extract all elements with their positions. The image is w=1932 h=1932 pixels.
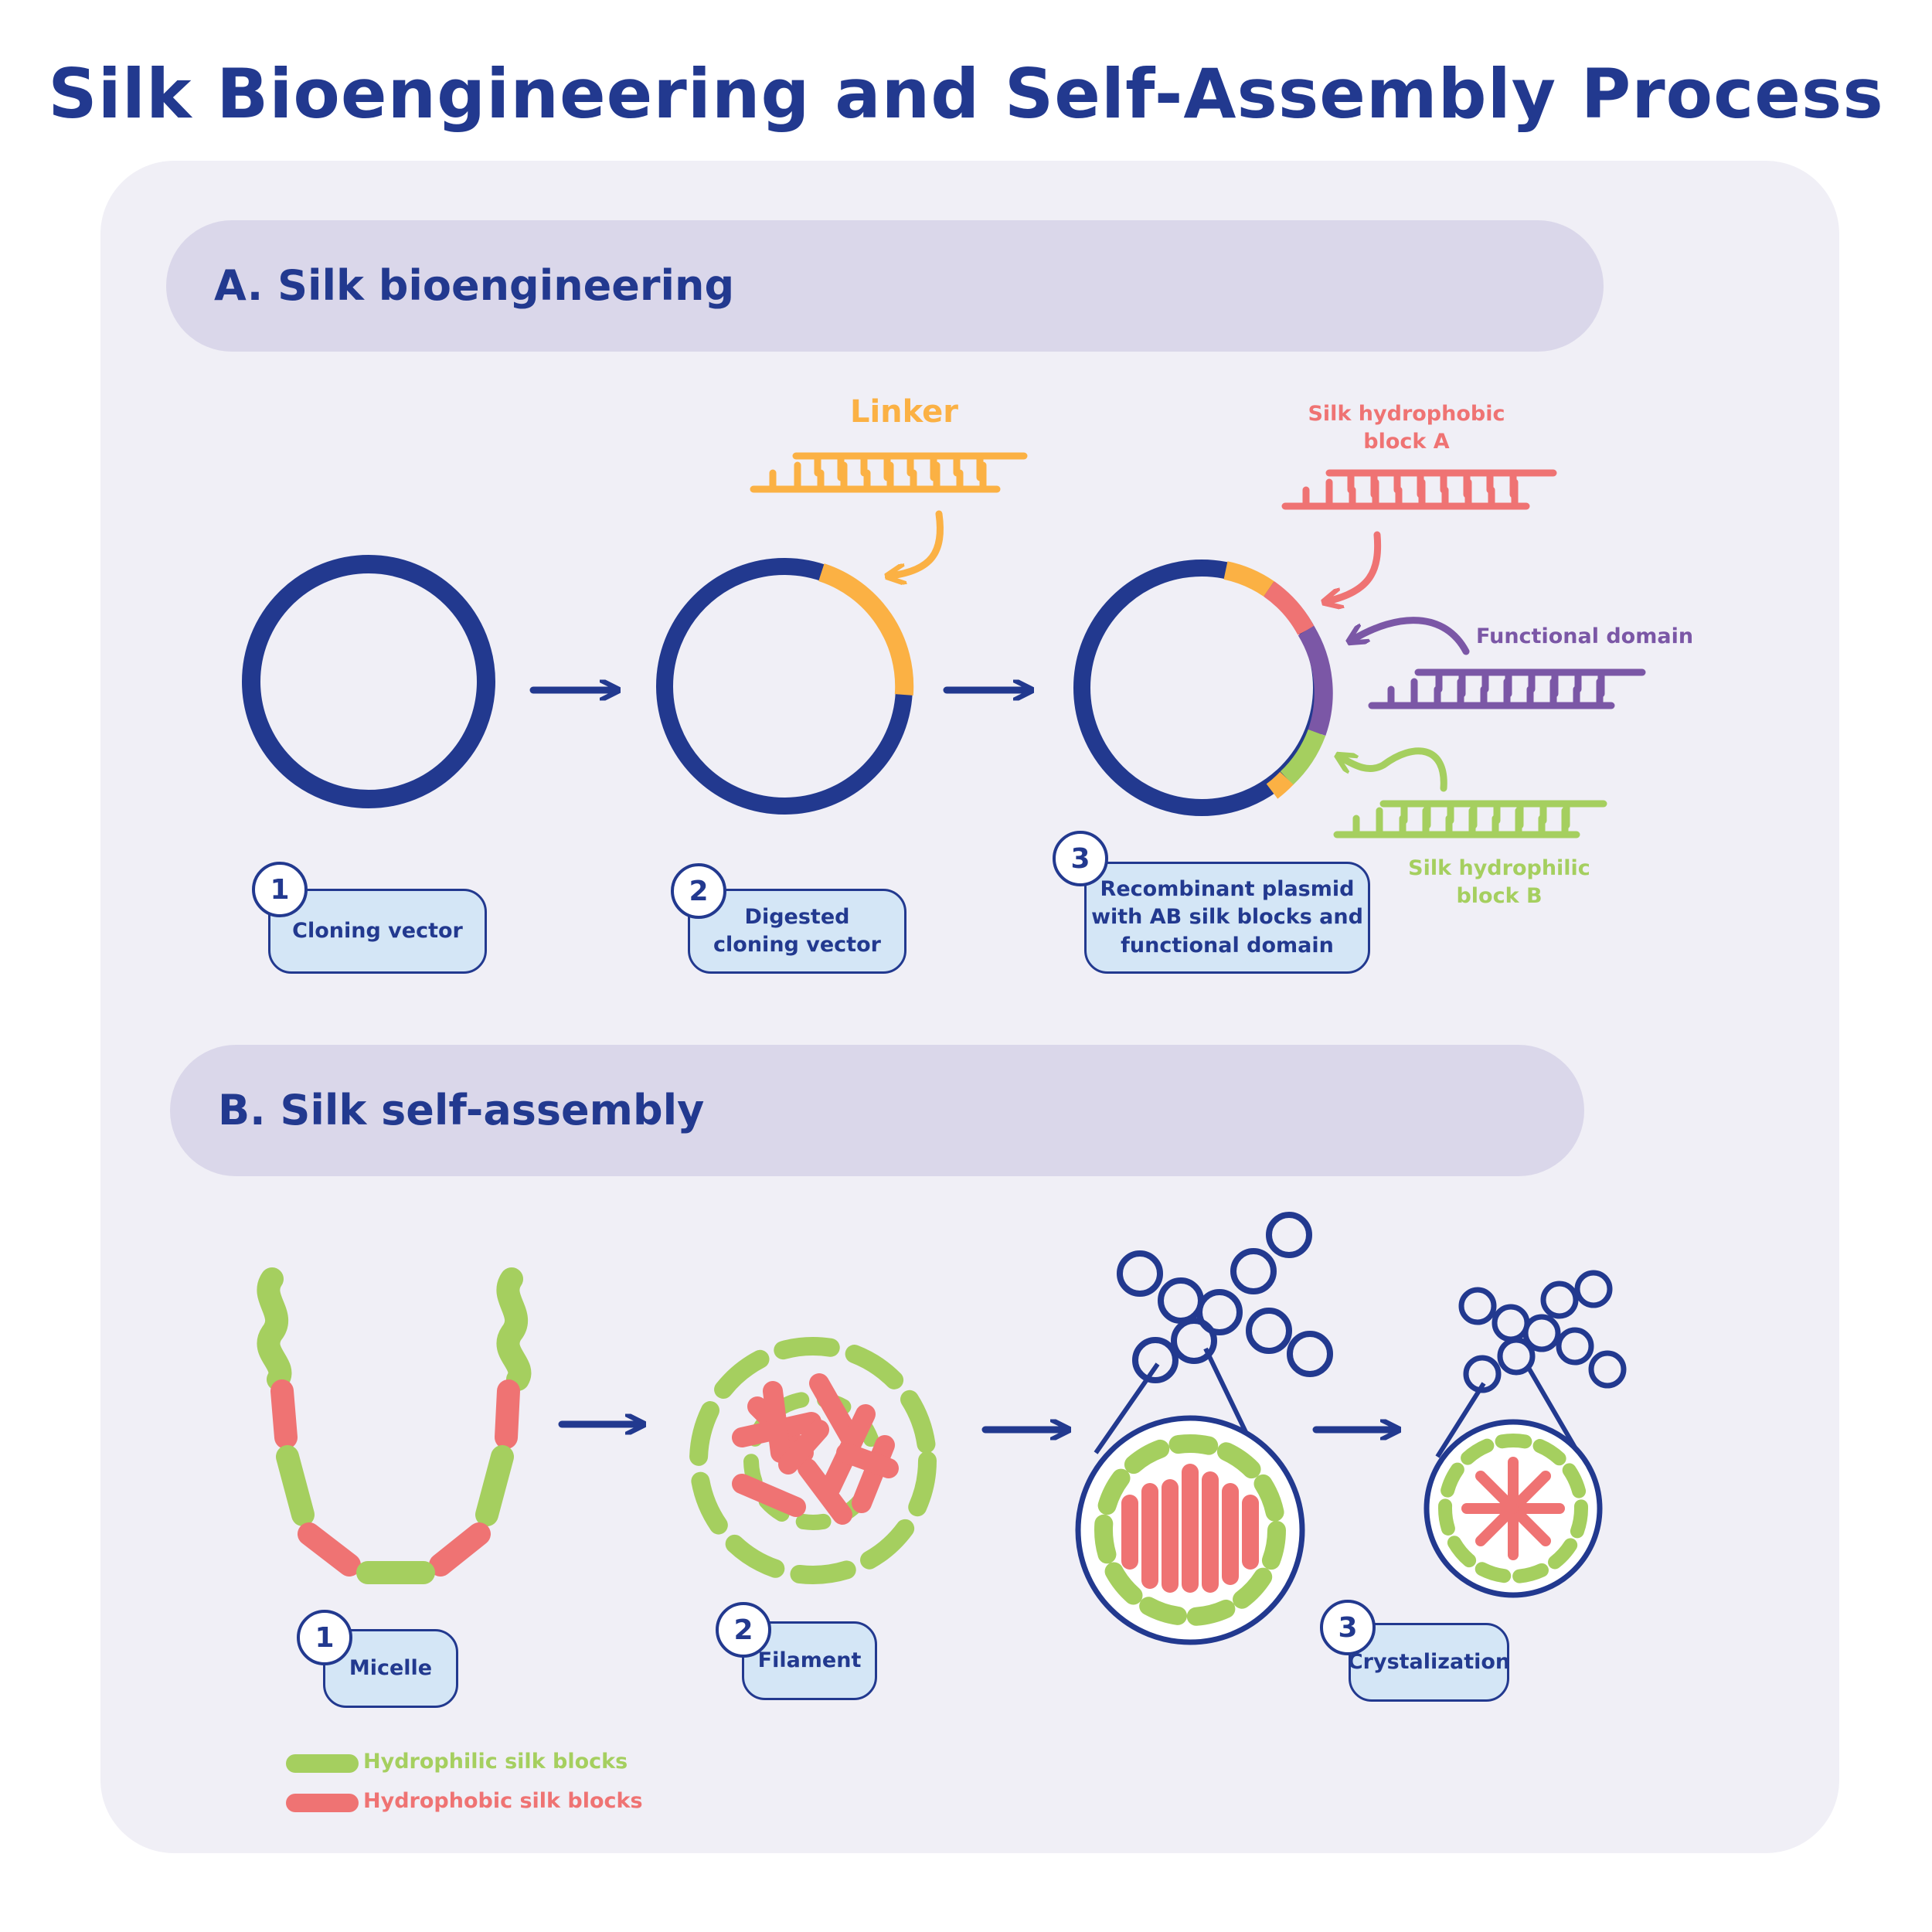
zoom-balloon-large [1075,1347,1305,1645]
step-b1-number: 1 [297,1610,352,1665]
assembled-spheres-large [1117,1212,1333,1383]
section-b-title: B. Silk self-assembly [218,1086,705,1134]
functional-domain-label: Functional domain [1476,624,1694,648]
filament-cross-section [689,1337,937,1584]
step-a1-number: 1 [252,862,308,917]
step-b2-number: 2 [716,1602,771,1658]
recombinant-plasmid [1073,560,1333,816]
zoom-balloon-small [1423,1366,1603,1598]
cloning-vector-plasmid [242,555,495,808]
micelle-chain [257,1267,532,1584]
step-b2-label: Filament [757,1648,862,1672]
linker-dna-strand [750,452,1028,576]
step-b3-number: 3 [1320,1600,1376,1655]
digested-vector-plasmid [656,558,914,815]
page-title: Silk Bioengineering and Self-Assembly Pr… [48,54,1884,134]
hydrophilic-block-b-label: Silk hydrophilic block B [1408,856,1590,909]
step-a3-number: 3 [1053,831,1108,886]
functional-domain-dna-strand [1352,617,1646,709]
step-a1-box: Cloning vector [268,889,487,974]
section-a-header: A. Silk bioengineering [166,220,1604,352]
step-b3-label: Crystalization [1347,1649,1511,1674]
hydrophobic-block-a-dna-strand [1281,469,1557,601]
step-a1-label: Cloning vector [292,918,463,943]
step-a2-number: 2 [671,863,726,919]
legend-label-hydrophilic: Hydrophilic silk blocks [363,1750,628,1774]
assembled-spheres-small [1458,1270,1627,1393]
hydrophobic-block-a-label: Silk hydrophobic block A [1308,402,1505,454]
step-a3-box: Recombinant plasmid with AB silk blocks … [1084,862,1370,974]
step-b1-label: Micelle [349,1655,433,1680]
step-a3-label: Recombinant plasmid with AB silk blocks … [1091,876,1363,957]
step-b3-box: Crystalization [1347,1623,1511,1702]
step-a2-label: Digested cloning vector [713,904,881,957]
step-a2-box: Digested cloning vector [688,889,906,974]
section-a-title: A. Silk bioengineering [214,261,735,310]
section-b-header: B. Silk self-assembly [170,1045,1584,1176]
process-arrows [529,690,1395,1430]
legend-label-hydrophobic: Hydrophobic silk blocks [363,1789,643,1813]
linker-label: Linker [849,394,959,430]
hydrophilic-block-b-dna-strand [1337,747,1607,838]
